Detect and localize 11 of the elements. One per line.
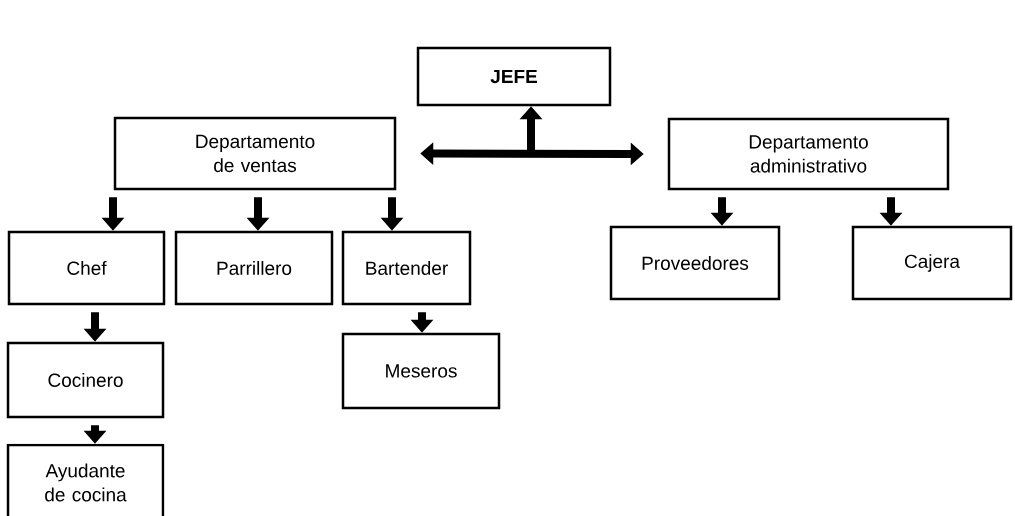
role-box: Cocinero — [6, 341, 165, 419]
title-box: JEFE — [416, 46, 612, 107]
role-box: Parrillero — [174, 230, 334, 306]
role-box: Departamento de ventas — [113, 116, 397, 191]
role-box: Departamento administrativo — [667, 117, 950, 191]
role-box: Ayudante de cocina — [6, 443, 165, 516]
role-box: Chef — [7, 230, 166, 306]
role-box: Cajera — [851, 225, 1013, 301]
role-box: Bartender — [341, 230, 472, 306]
role-box: Proveedores — [609, 225, 781, 301]
role-box: Meseros — [341, 332, 501, 410]
